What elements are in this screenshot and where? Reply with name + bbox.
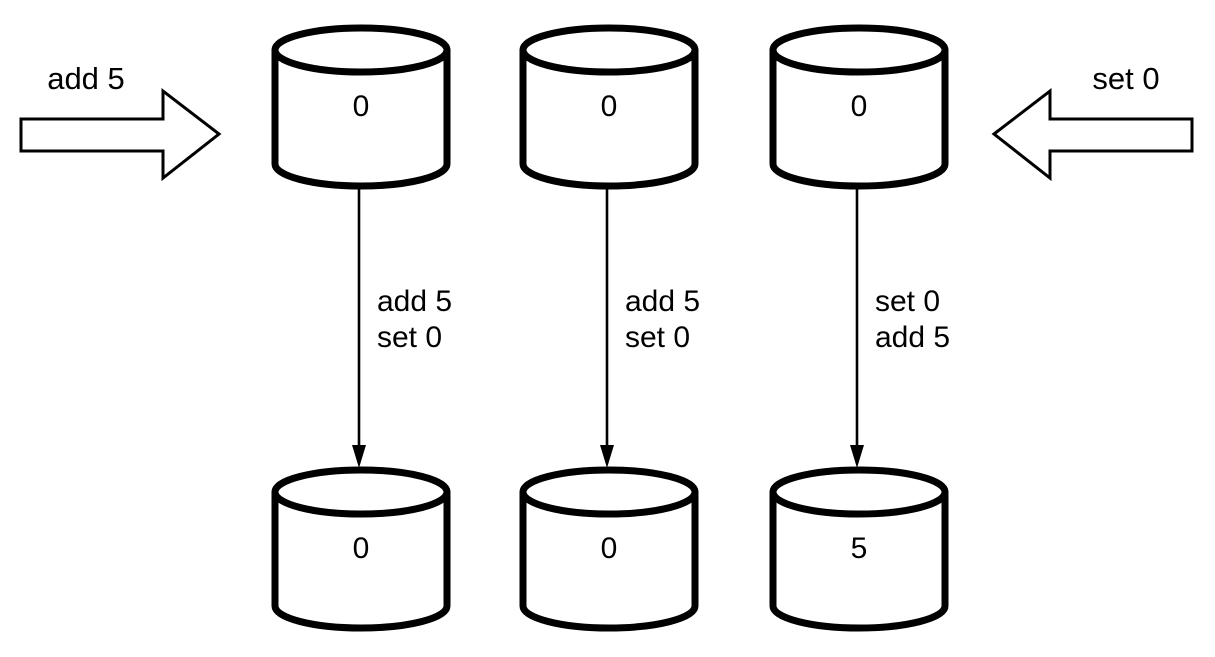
edge-arrowhead-icon bbox=[600, 445, 614, 468]
edge-label-line2: set 0 bbox=[377, 321, 442, 354]
edge-label-line2: set 0 bbox=[625, 321, 690, 354]
edge-replica-2: add 5 set 0 bbox=[600, 188, 700, 468]
edge-label-line1: set 0 bbox=[875, 285, 940, 318]
node-replica-3-before[interactable]: 0 bbox=[769, 24, 949, 190]
cylinder-top-icon bbox=[519, 466, 699, 518]
edge-label-line1: add 5 bbox=[377, 285, 452, 318]
block-arrow-left-icon bbox=[991, 87, 1194, 182]
node-replica-2-before[interactable]: 0 bbox=[519, 24, 699, 190]
cylinder-body-icon bbox=[769, 488, 949, 632]
cylinder-top-icon bbox=[271, 466, 451, 518]
cylinder-top-icon bbox=[519, 24, 699, 76]
cylinder-body-icon bbox=[519, 488, 699, 632]
edge-label-line2: add 5 bbox=[875, 321, 950, 354]
node-replica-2-after[interactable]: 0 bbox=[519, 466, 699, 632]
cylinder-top-icon bbox=[769, 24, 949, 76]
cylinder-body-icon bbox=[271, 488, 451, 632]
node-replica-1-before[interactable]: 0 bbox=[271, 24, 451, 190]
edge-replica-3: set 0 add 5 bbox=[850, 188, 950, 468]
edge-arrowhead-icon bbox=[850, 445, 864, 468]
node-value: 0 bbox=[353, 90, 370, 123]
cylinder-body-icon bbox=[769, 46, 949, 190]
block-arrow-right-icon bbox=[19, 87, 222, 182]
node-value: 0 bbox=[851, 90, 868, 123]
cylinder-top-icon bbox=[271, 24, 451, 76]
node-replica-3-after[interactable]: 5 bbox=[769, 466, 949, 632]
edge-arrowhead-icon bbox=[352, 445, 366, 468]
cylinder-body-icon bbox=[519, 46, 699, 190]
cylinder-top-icon bbox=[769, 466, 949, 518]
input-arrow-right-group: set 0 bbox=[991, 61, 1194, 182]
cylinder-body-icon bbox=[271, 46, 451, 190]
node-value: 0 bbox=[601, 90, 618, 123]
node-value: 0 bbox=[601, 532, 618, 565]
edge-label-line1: add 5 bbox=[625, 285, 700, 318]
node-replica-1-after[interactable]: 0 bbox=[271, 466, 451, 632]
edge-replica-1: add 5 set 0 bbox=[352, 188, 452, 468]
input-arrow-left-group: add 5 bbox=[19, 61, 222, 182]
input-right-label: set 0 bbox=[1092, 61, 1159, 96]
input-left-label: add 5 bbox=[47, 61, 125, 96]
node-value: 0 bbox=[353, 532, 370, 565]
node-value: 5 bbox=[851, 532, 868, 565]
